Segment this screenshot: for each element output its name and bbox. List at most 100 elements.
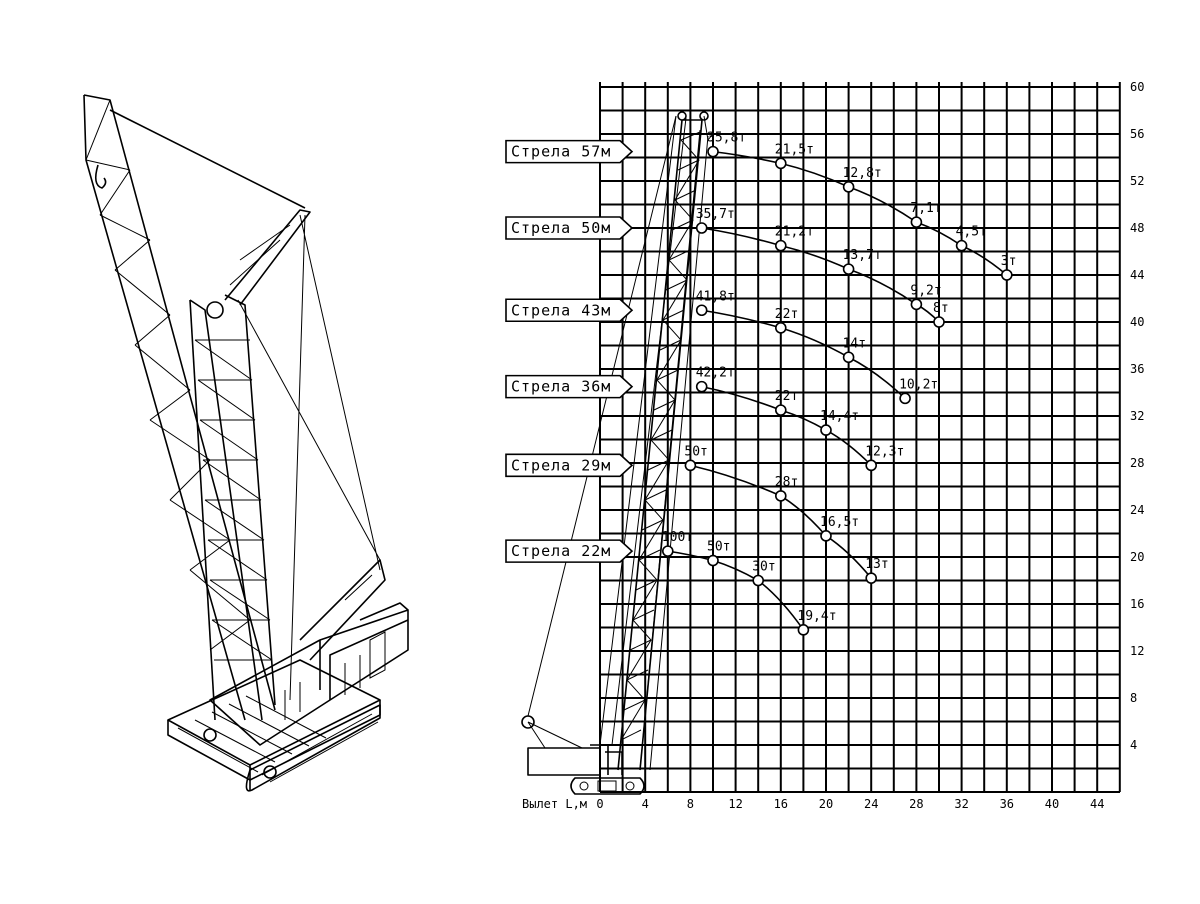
load-point <box>820 530 832 542</box>
load-point <box>695 380 708 393</box>
load-point <box>752 574 765 587</box>
load-point-label: 22т <box>775 307 798 322</box>
boom-tag-box <box>505 298 634 323</box>
load-point-label: 21,2т <box>775 225 814 240</box>
y-tick-label: 4 <box>1130 738 1137 752</box>
load-point-label: 16,5т <box>820 515 859 530</box>
load-point-label: 13т <box>865 557 888 572</box>
x-tick-label: 28 <box>909 797 923 811</box>
x-axis-label: Вылет L,м <box>522 797 587 811</box>
load-point-label: 3т <box>1001 254 1017 269</box>
y-tick-label: 24 <box>1130 503 1144 517</box>
load-point <box>774 322 787 334</box>
load-point <box>910 298 923 311</box>
load-point-label: 28т <box>775 475 798 490</box>
boom-tag-label: Стрела 22м <box>511 542 611 560</box>
x-tick-label: 36 <box>1000 797 1014 811</box>
load-point <box>1000 269 1013 281</box>
load-point <box>774 404 787 416</box>
load-curve <box>701 309 906 399</box>
load-point <box>842 263 855 275</box>
load-point <box>910 216 923 228</box>
load-point-label: 10,2т <box>899 377 938 392</box>
y-tick-label: 8 <box>1130 691 1137 705</box>
load-curve <box>701 385 872 466</box>
x-tick-label: 20 <box>819 797 833 811</box>
boom-tag-box <box>505 139 634 164</box>
y-tick-label: 32 <box>1130 409 1144 423</box>
x-tick-label: 16 <box>774 797 788 811</box>
load-point <box>774 157 787 170</box>
boom-tag: Стрела 43м <box>505 298 634 323</box>
load-point <box>661 545 674 557</box>
y-tick-label: 28 <box>1130 456 1144 470</box>
load-point-label: 41,8т <box>696 289 735 304</box>
x-tick-label: 8 <box>687 797 694 811</box>
load-point <box>707 145 719 158</box>
x-tick-label: 32 <box>954 797 968 811</box>
load-point <box>695 304 708 317</box>
load-point <box>865 459 878 472</box>
boom-tag-box <box>505 453 634 478</box>
boom-tag-label: Стрела 43м <box>511 301 611 319</box>
load-point <box>865 572 878 584</box>
tower-mast <box>189 294 276 721</box>
y-tick-label: 20 <box>1130 550 1144 564</box>
load-point-labels: 35,8т21,5т12,8т7,1т4,5т3т35,7т21,2т13,7т… <box>662 131 1017 624</box>
boom-tag: Стрела 22м <box>505 539 634 563</box>
load-point <box>842 351 855 364</box>
y-tick-label: 48 <box>1130 221 1144 235</box>
x-tick-label: 24 <box>864 797 878 811</box>
load-point-label: 12,3т <box>865 444 904 459</box>
load-curve <box>690 464 872 579</box>
load-point-label: 30т <box>752 560 775 575</box>
load-point <box>797 624 810 636</box>
load-point <box>774 490 787 502</box>
y-tick-label: 16 <box>1130 597 1144 611</box>
boom-tag-label: Стрела 57м <box>511 143 611 161</box>
x-tick-label: 4 <box>642 797 649 811</box>
load-point-label: 13,7т <box>843 248 882 263</box>
load-point-label: 50т <box>684 444 707 459</box>
y-tick-label: 40 <box>1130 315 1144 329</box>
load-point-label: 100т <box>662 530 693 545</box>
load-point <box>695 222 708 234</box>
x-tick-label: 44 <box>1090 797 1104 811</box>
boom-jib-strut <box>109 109 386 701</box>
load-curve <box>667 550 805 631</box>
boom-tag-label: Стрела 50м <box>511 219 611 237</box>
load-point-label: 50т <box>707 540 730 555</box>
load-point <box>707 554 719 567</box>
load-point-label: 35,8т <box>707 131 746 146</box>
boom-tag-box <box>505 374 634 399</box>
boom-tag: Стрела 36м <box>505 374 634 399</box>
load-point-label: 19,4т <box>797 609 836 624</box>
x-tick-label: 40 <box>1045 797 1059 811</box>
load-point <box>774 239 787 252</box>
load-point-label: 14т <box>843 336 866 351</box>
load-point-label: 12,8т <box>843 166 882 181</box>
y-tick-label: 60 <box>1130 80 1144 94</box>
x-tick-label: 0 <box>596 797 603 811</box>
load-point-label: 14,4т <box>820 409 859 424</box>
y-tick-label: 56 <box>1130 127 1144 141</box>
load-point <box>955 239 968 252</box>
boom-tag-box <box>505 216 634 240</box>
crane-elevation-drawing <box>521 111 713 795</box>
crawler-tracks <box>167 659 381 792</box>
boom-tag-label: Стрела 29м <box>511 456 611 474</box>
load-point-label: 8т <box>933 301 949 316</box>
load-point-label: 9,2т <box>910 283 941 298</box>
y-tick-label: 52 <box>1130 174 1144 188</box>
load-point-label: 4,5т <box>956 225 987 240</box>
load-curves <box>667 150 1008 631</box>
load-point <box>820 424 832 436</box>
load-point-label: 35,7т <box>696 207 735 222</box>
load-points <box>661 145 1013 636</box>
y-tick-label: 44 <box>1130 268 1144 282</box>
